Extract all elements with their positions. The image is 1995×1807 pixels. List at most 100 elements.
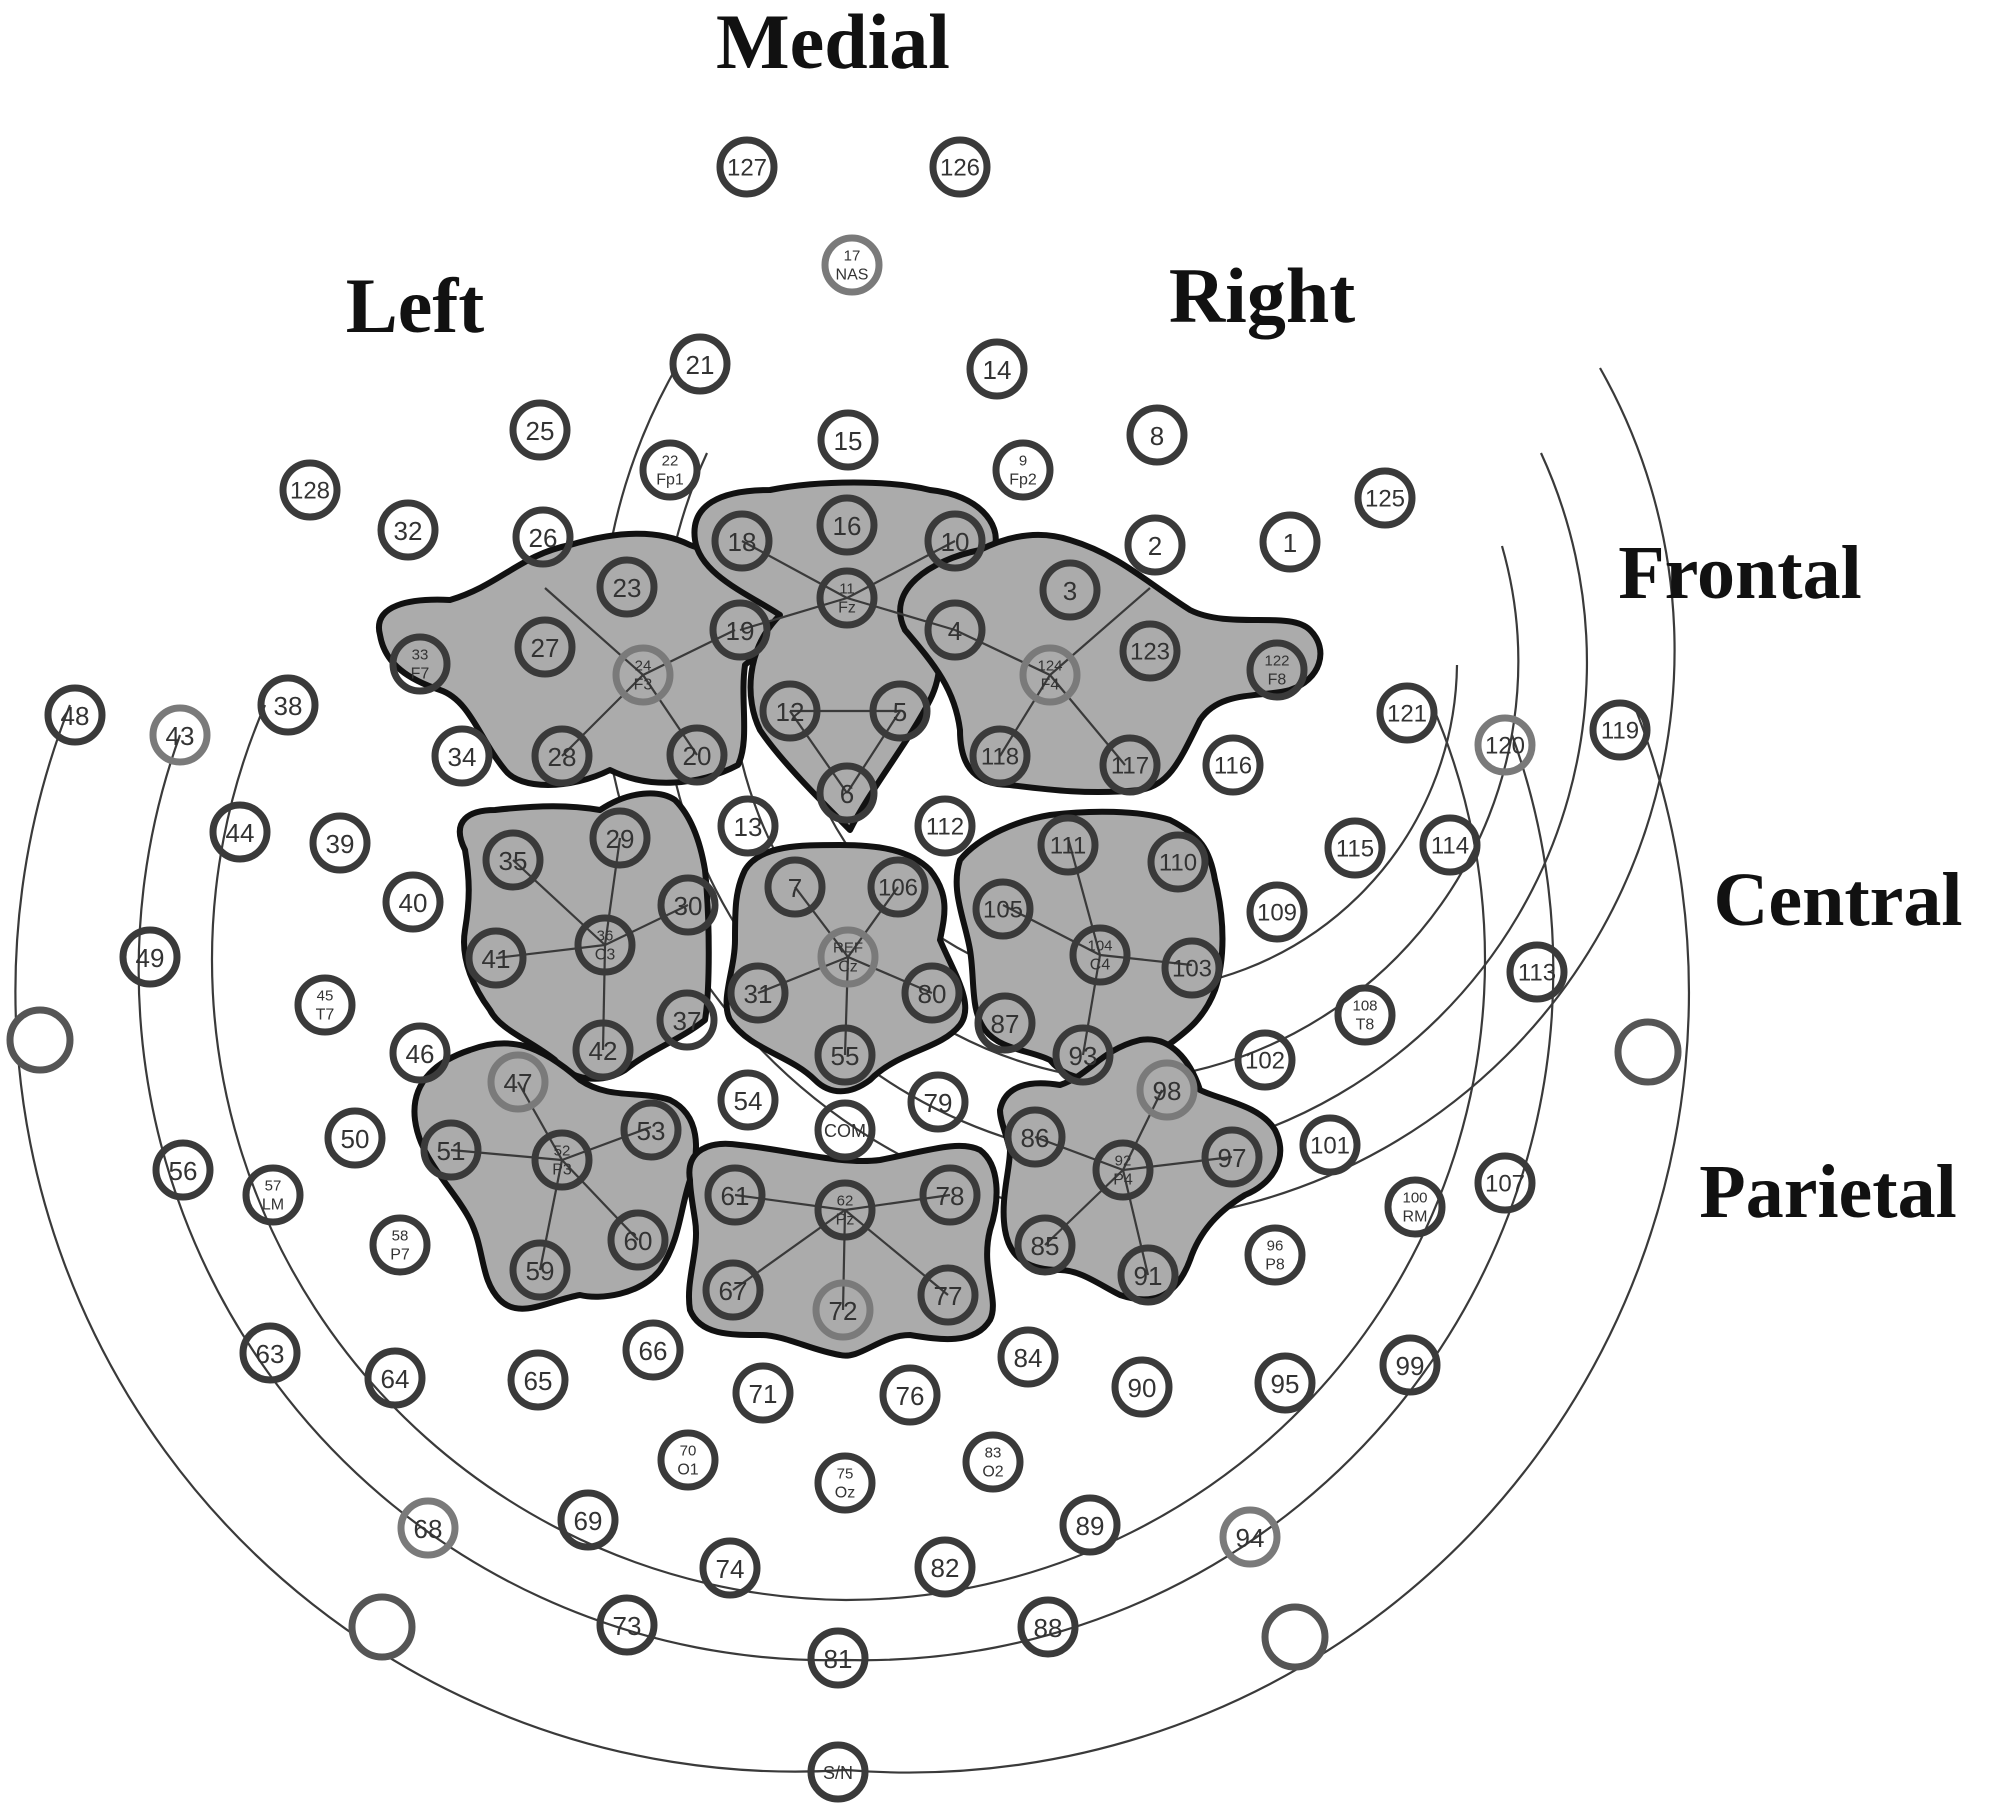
electrode-circle: [1126, 404, 1188, 466]
electrode-72: 72: [812, 1279, 874, 1341]
electrode-37: 37: [656, 989, 718, 1051]
electrode-circle: [962, 1431, 1024, 1493]
electrode-circle: [814, 1179, 876, 1241]
electrode-number: 102: [1245, 1048, 1285, 1075]
electrode-48: 48: [44, 684, 106, 746]
electrode-number: 115: [1336, 836, 1374, 863]
electrode-circle: [507, 1349, 569, 1411]
electrode-circle: [702, 1259, 764, 1321]
electrode-circle: [1589, 699, 1651, 761]
electrode-number: 128: [290, 478, 330, 505]
electrode-circle: [639, 439, 701, 501]
electrode-2: 2: [1124, 514, 1186, 576]
electrode-number: 31: [744, 979, 773, 1009]
electrode-number: 98: [1153, 1076, 1182, 1106]
electrode-number: 84: [1014, 1343, 1043, 1373]
electrode-circle: [914, 795, 976, 857]
electrode-26: 26: [512, 506, 574, 568]
electrode-circle: [817, 926, 879, 988]
electrode-61: 61: [704, 1164, 766, 1226]
electrode-circle: [1334, 984, 1396, 1046]
electrode-circle: [239, 1322, 301, 1384]
electrode-number: 36: [597, 928, 614, 945]
electrode-number: 20: [683, 741, 712, 771]
electrode-number: 23: [613, 573, 642, 603]
electrode-circle: [294, 974, 356, 1036]
electrode-32: 32: [377, 499, 439, 561]
electrode-number: 9: [1019, 453, 1027, 470]
electrode-circle: [1506, 941, 1568, 1003]
electrode-29: 29: [589, 807, 651, 869]
electrode-circle: [1261, 1603, 1329, 1671]
electrode-number: 56: [169, 1156, 198, 1186]
electrode-circle: [389, 633, 451, 695]
electrode-85: 85: [1014, 1214, 1076, 1276]
electrode-circle: [816, 762, 878, 824]
electrode-number: 13: [734, 812, 763, 842]
electrode-101: 101: [1299, 1114, 1361, 1176]
electrode-circle: [509, 399, 571, 461]
electrode-number: 53: [637, 1116, 666, 1146]
electrode-80: 80: [901, 962, 963, 1024]
electrode-circle: [1124, 514, 1186, 576]
electrode-circle: [1111, 1356, 1173, 1418]
electrode-circle: [1202, 734, 1264, 796]
electrode-18: 18: [711, 510, 773, 572]
electrode-number: 19: [726, 616, 755, 646]
electrode-number: 73: [613, 1611, 642, 1641]
electrode-number: 120: [1485, 733, 1525, 760]
electrode-circle: [727, 962, 789, 1024]
electrode-circle: [465, 927, 527, 989]
electrode-circle: [509, 1239, 571, 1301]
electrode-circle: [997, 1326, 1059, 1388]
electrode-number: 85: [1031, 1231, 1060, 1261]
electrode-circle: [807, 1741, 869, 1803]
electrode-number: 1: [1283, 528, 1297, 558]
electrode-circle: [1419, 814, 1481, 876]
electrode-circle: [867, 856, 929, 918]
electrode-number: 32: [394, 516, 423, 546]
electrode-91: 91: [1117, 1244, 1179, 1306]
electrode-6: 6: [816, 762, 878, 824]
electrode-81: 81: [807, 1627, 869, 1689]
electrode-circle: [348, 1593, 416, 1661]
electrode-number: 26: [529, 523, 558, 553]
electrode-number: 6: [840, 779, 854, 809]
electrode-number: 34: [448, 742, 477, 772]
electrode-circle: [1069, 924, 1131, 986]
electrode-circle: [1219, 1506, 1281, 1568]
electrode-number: 90: [1128, 1373, 1157, 1403]
electrode-circle: [814, 1024, 876, 1086]
electrode-51: 51: [420, 1119, 482, 1181]
electrode-number: 41: [482, 944, 511, 974]
electrode-circle: [531, 725, 593, 787]
electrode-circle: [717, 795, 779, 857]
electrode-number: 62: [837, 1193, 854, 1210]
electrode-circle: [709, 599, 771, 661]
electrode-number: 125: [1365, 486, 1405, 513]
electrode-circle: [821, 234, 883, 296]
electrode-5: 5: [869, 680, 931, 742]
electrode-number: 105: [983, 897, 1023, 924]
electrode-circle: [514, 616, 576, 678]
electrode-circle: [919, 1164, 981, 1226]
electrode-34: 34: [431, 725, 493, 787]
electrode-number: 44: [226, 818, 255, 848]
electrode-30: 30: [657, 874, 719, 936]
electrode-89: 89: [1059, 1494, 1121, 1556]
electrode-number: 108: [1352, 998, 1377, 1015]
electrode-69: 69: [557, 1489, 619, 1551]
electrode-number: 38: [274, 691, 303, 721]
electrode-circle: [974, 992, 1036, 1054]
electrode-95: 95: [1254, 1352, 1316, 1414]
electrode-circle: [1117, 1244, 1179, 1306]
electrode-circle: [711, 510, 773, 572]
electrode-113: 113: [1506, 941, 1568, 1003]
electrode-23: 23: [596, 556, 658, 618]
electrode-circle: [596, 1594, 658, 1656]
